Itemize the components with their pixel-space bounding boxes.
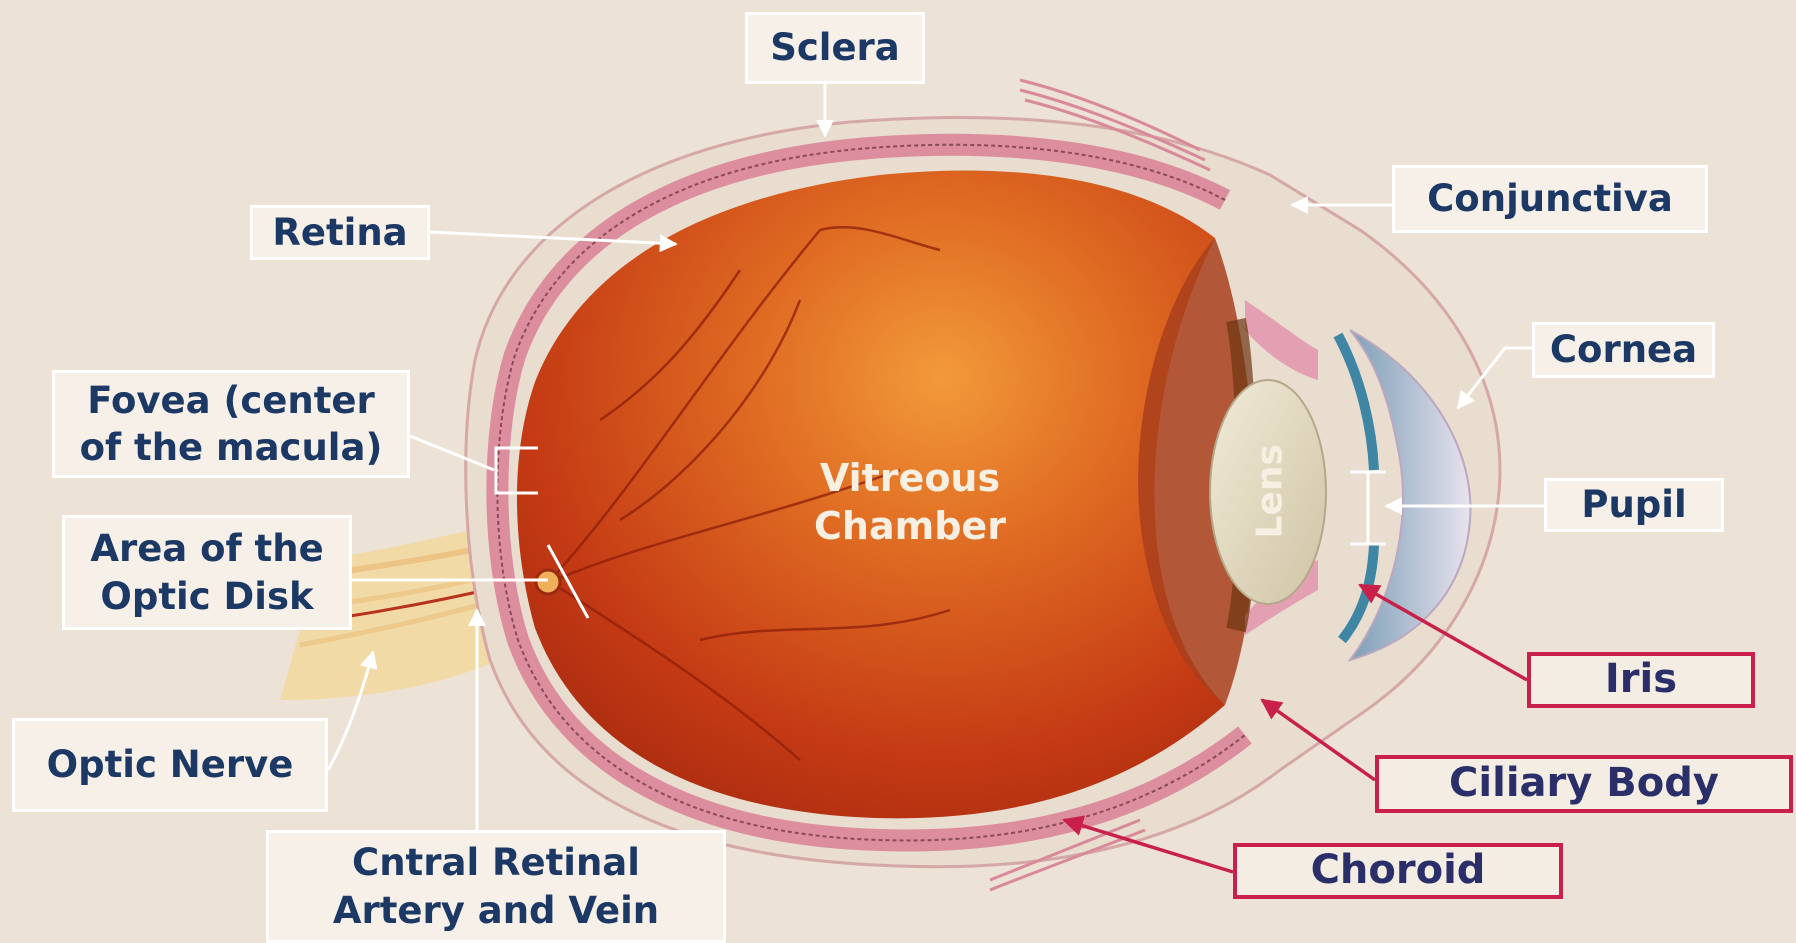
pupil-label: Pupil [1544, 478, 1724, 532]
fovea-label: Fovea (center of the macula) [52, 370, 410, 478]
fovea-line-2: of the macula) [80, 424, 383, 471]
central-retinal-line-1: Cntral Retinal [352, 839, 640, 886]
ciliary-body-label: Ciliary Body [1375, 755, 1793, 813]
vitreous-line-1: Vitreous [770, 455, 1050, 503]
central-retinal-label: Cntral Retinal Artery and Vein [266, 830, 726, 943]
optic-disk-line-1: Area of the [90, 525, 323, 572]
optic-disk-line-2: Optic Disk [100, 573, 313, 620]
conjunctiva-label: Conjunctiva [1392, 165, 1708, 233]
iris-label: Iris [1527, 652, 1755, 708]
optic-disk-label: Area of the Optic Disk [62, 515, 352, 630]
choroid-label: Choroid [1233, 843, 1563, 899]
vitreous-chamber-label: Vitreous Chamber [770, 455, 1050, 550]
fovea-line-1: Fovea (center [87, 377, 375, 424]
central-retinal-line-2: Artery and Vein [333, 887, 659, 934]
optic-nerve-label: Optic Nerve [12, 718, 328, 812]
retina-label: Retina [250, 205, 430, 260]
lens-label: Lens [1250, 459, 1291, 539]
vitreous-line-2: Chamber [770, 503, 1050, 551]
sclera-label: Sclera [745, 12, 925, 84]
cornea-label: Cornea [1532, 322, 1715, 378]
